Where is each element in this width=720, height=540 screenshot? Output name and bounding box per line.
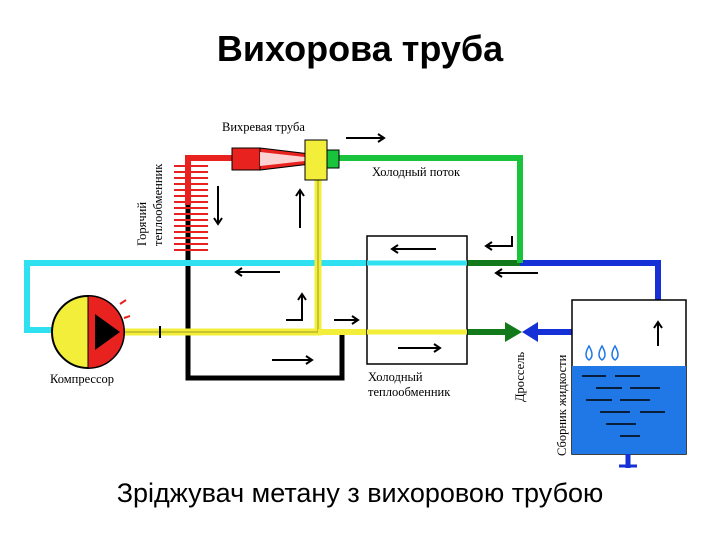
page-subtitle: Зріджувач метану з вихоровою трубою [116, 478, 604, 508]
liquid-collector [571, 299, 687, 468]
compressor-label: Компрессор [50, 372, 114, 386]
hot-exchanger-fins [174, 165, 208, 251]
blue-return-pipe [520, 260, 661, 300]
page-title: Вихорова труба [216, 28, 504, 69]
cyan-return-pipe [24, 260, 420, 333]
cold-flow-pipe [338, 155, 523, 263]
flow-arrows [213, 133, 663, 365]
vortex-tube-label: Вихревая труба [222, 120, 305, 134]
black-return-pipe [185, 205, 345, 381]
compressor [51, 295, 131, 369]
cold-exchanger-box [366, 235, 468, 365]
cold-exchanger-label-1: Холодный [368, 370, 423, 384]
liquid-collector-label: Сборник жидкости [555, 354, 569, 456]
hot-exchanger-label-2: теплообменник [151, 163, 165, 246]
cold-exchanger-label-2: теплообменник [368, 385, 451, 399]
vortex-tube [231, 139, 340, 181]
throttle-label: Дроссель [513, 352, 527, 402]
throttle-valve-right [522, 322, 538, 342]
throttle-valve-left [505, 322, 522, 342]
cold-flow-label: Холодный поток [372, 165, 461, 179]
hot-exchanger-label-1: Горячий [135, 202, 149, 246]
